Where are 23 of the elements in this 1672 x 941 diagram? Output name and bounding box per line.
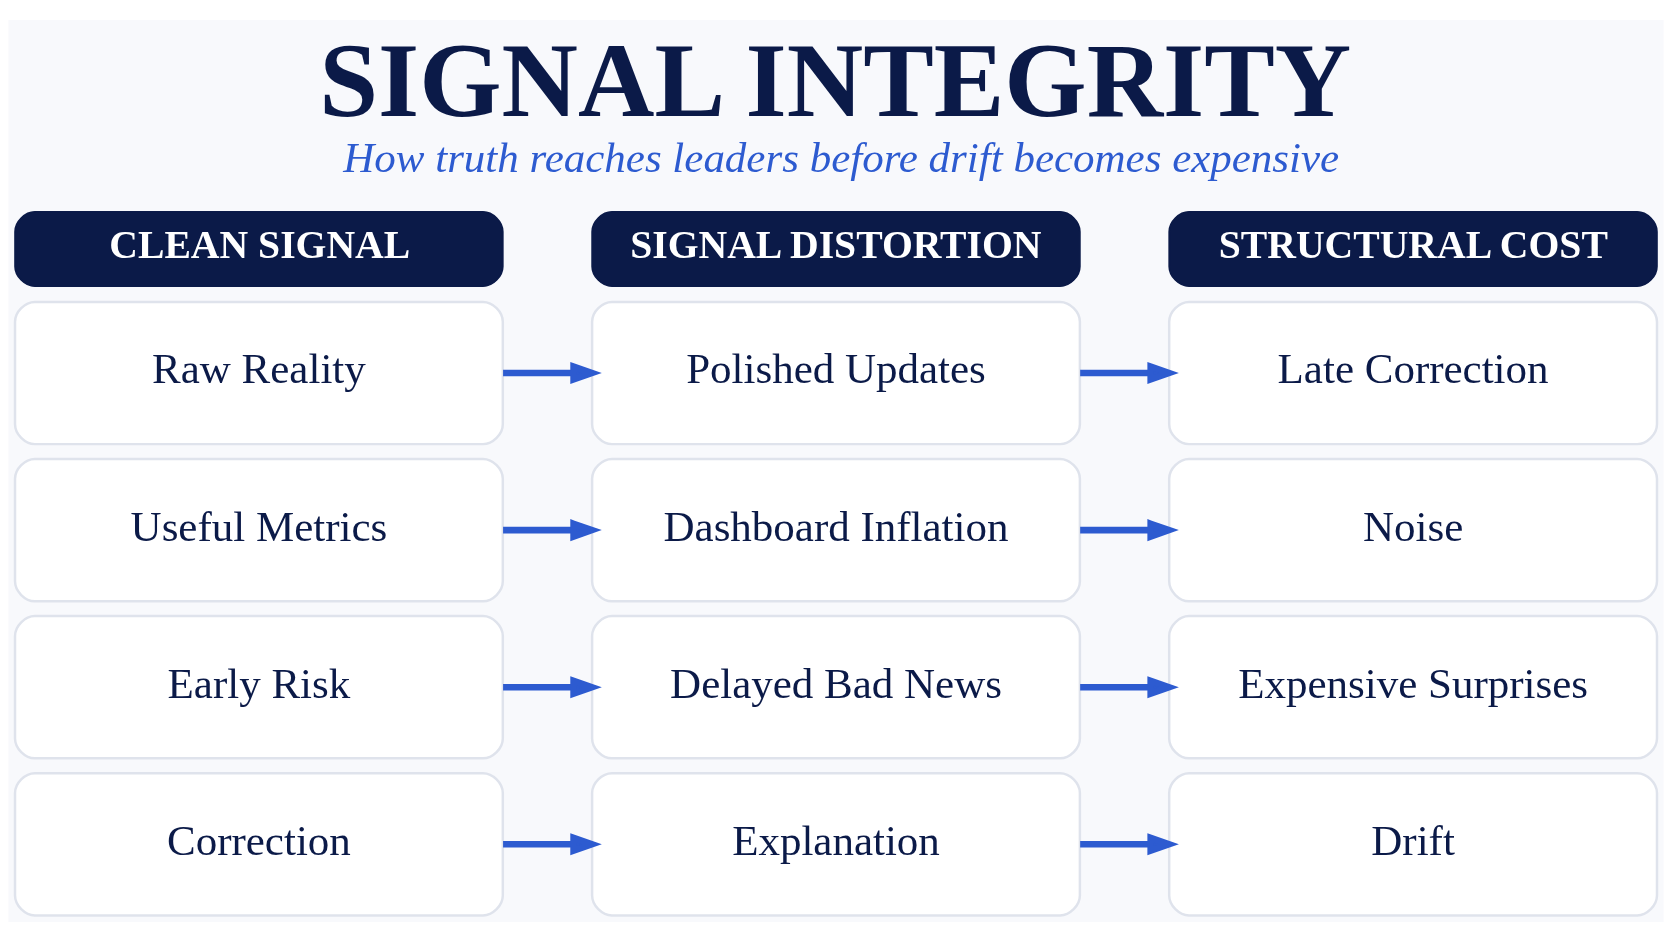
node-box: Useful Metrics bbox=[13, 457, 505, 602]
node-box: Noise bbox=[1167, 457, 1659, 602]
arrow bbox=[503, 675, 602, 698]
arrow bbox=[1080, 361, 1179, 384]
arrow bbox=[503, 518, 602, 541]
node-box: Expensive Surprises bbox=[1167, 614, 1659, 760]
arrow bbox=[503, 361, 602, 384]
node-box: STRUCTURAL COST bbox=[1168, 210, 1658, 287]
node-box: Raw Reality bbox=[13, 300, 505, 445]
node-box: Late Correction bbox=[1167, 300, 1659, 445]
node-box: CLEAN SIGNAL bbox=[14, 210, 504, 287]
arrow bbox=[1080, 832, 1179, 855]
node-box: Delayed Bad News bbox=[590, 614, 1082, 760]
node-box: Explanation bbox=[590, 771, 1082, 917]
node-box: Dashboard Inflation bbox=[590, 457, 1082, 602]
node-box: SIGNAL DISTORTION bbox=[591, 210, 1081, 287]
arrow bbox=[1080, 518, 1179, 541]
node-box: Correction bbox=[13, 771, 505, 917]
arrow bbox=[503, 832, 602, 855]
node-box: Early Risk bbox=[13, 614, 505, 760]
node-box: Polished Updates bbox=[590, 300, 1082, 445]
arrow bbox=[1080, 675, 1179, 698]
node-box: Drift bbox=[1167, 771, 1659, 917]
